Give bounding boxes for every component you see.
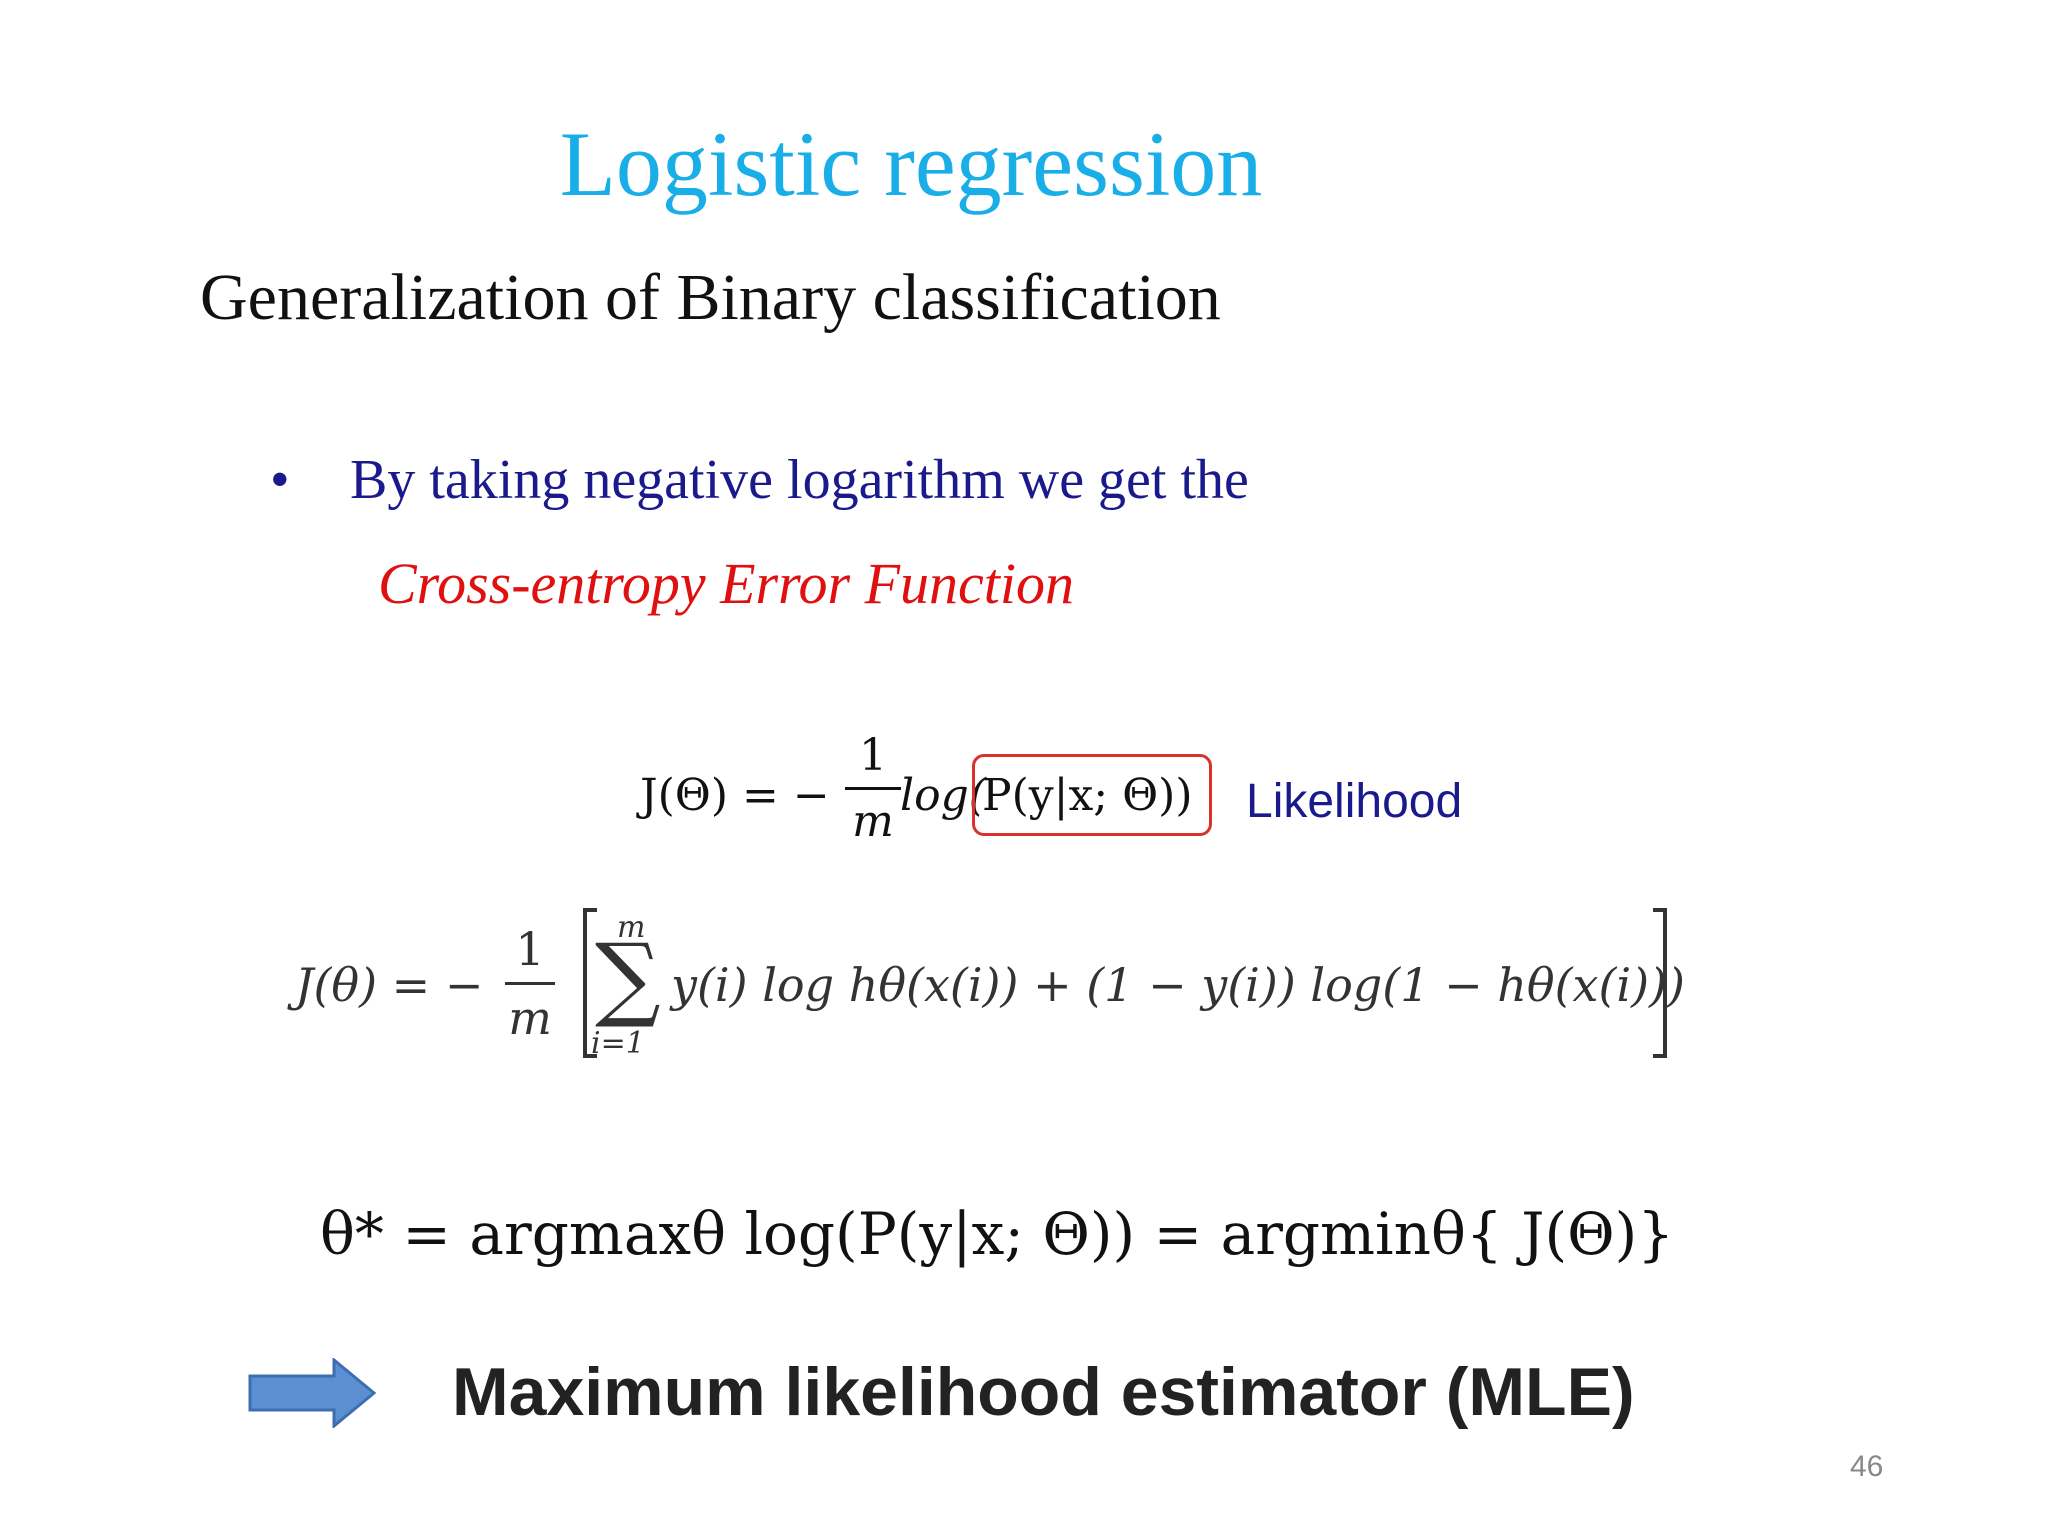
eq1-frac-numerator: 1	[859, 730, 887, 781]
likelihood-label: Likelihood	[1246, 775, 1463, 828]
page-number: 46	[1850, 1450, 1884, 1483]
eq1-likelihood-term: P(y|x; Θ))	[982, 770, 1193, 821]
sum-lower-limit: i=1	[591, 1026, 645, 1061]
eq1-frac-bar	[845, 787, 901, 790]
eq1-lhs: J(Θ) = −	[640, 770, 830, 821]
eq2-lhs: J(θ) = −	[295, 958, 484, 1012]
eq1-fraction: 1 m	[845, 730, 901, 847]
eq1-log: log(	[900, 770, 986, 821]
right-arrow-icon	[248, 1358, 376, 1428]
eq2-frac-denominator: m	[508, 991, 552, 1045]
bullet-text: By taking negative logarithm we get the	[350, 449, 1249, 511]
eq1-frac-denominator: m	[852, 796, 894, 847]
left-bracket	[583, 908, 597, 1058]
summation-sign: ∑	[595, 924, 661, 1031]
eq2-frac-numerator: 1	[515, 922, 545, 976]
sum-upper-limit: m	[617, 910, 646, 945]
slide-subtitle: Generalization of Binary classification	[200, 261, 1221, 334]
right-bracket	[1653, 908, 1667, 1058]
equation-argmax-argmin: θ* = argmaxθ log(P(y|x; Θ)) = argminθ{ J…	[320, 1200, 1675, 1268]
likelihood-highlight-box	[972, 754, 1212, 836]
eq2-frac-bar	[505, 982, 555, 985]
slide-title: Logistic regression	[559, 113, 1263, 215]
mle-conclusion: Maximum likelihood estimator (MLE)	[452, 1354, 1635, 1430]
bullet-marker: •	[270, 449, 290, 511]
eq2-body: y(i) log hθ(x(i)) + (1 − y(i)) log(1 − h…	[671, 958, 1685, 1012]
cross-entropy-term: Cross-entropy Error Function	[378, 551, 1074, 616]
eq2-fraction: 1 m	[505, 922, 555, 1045]
